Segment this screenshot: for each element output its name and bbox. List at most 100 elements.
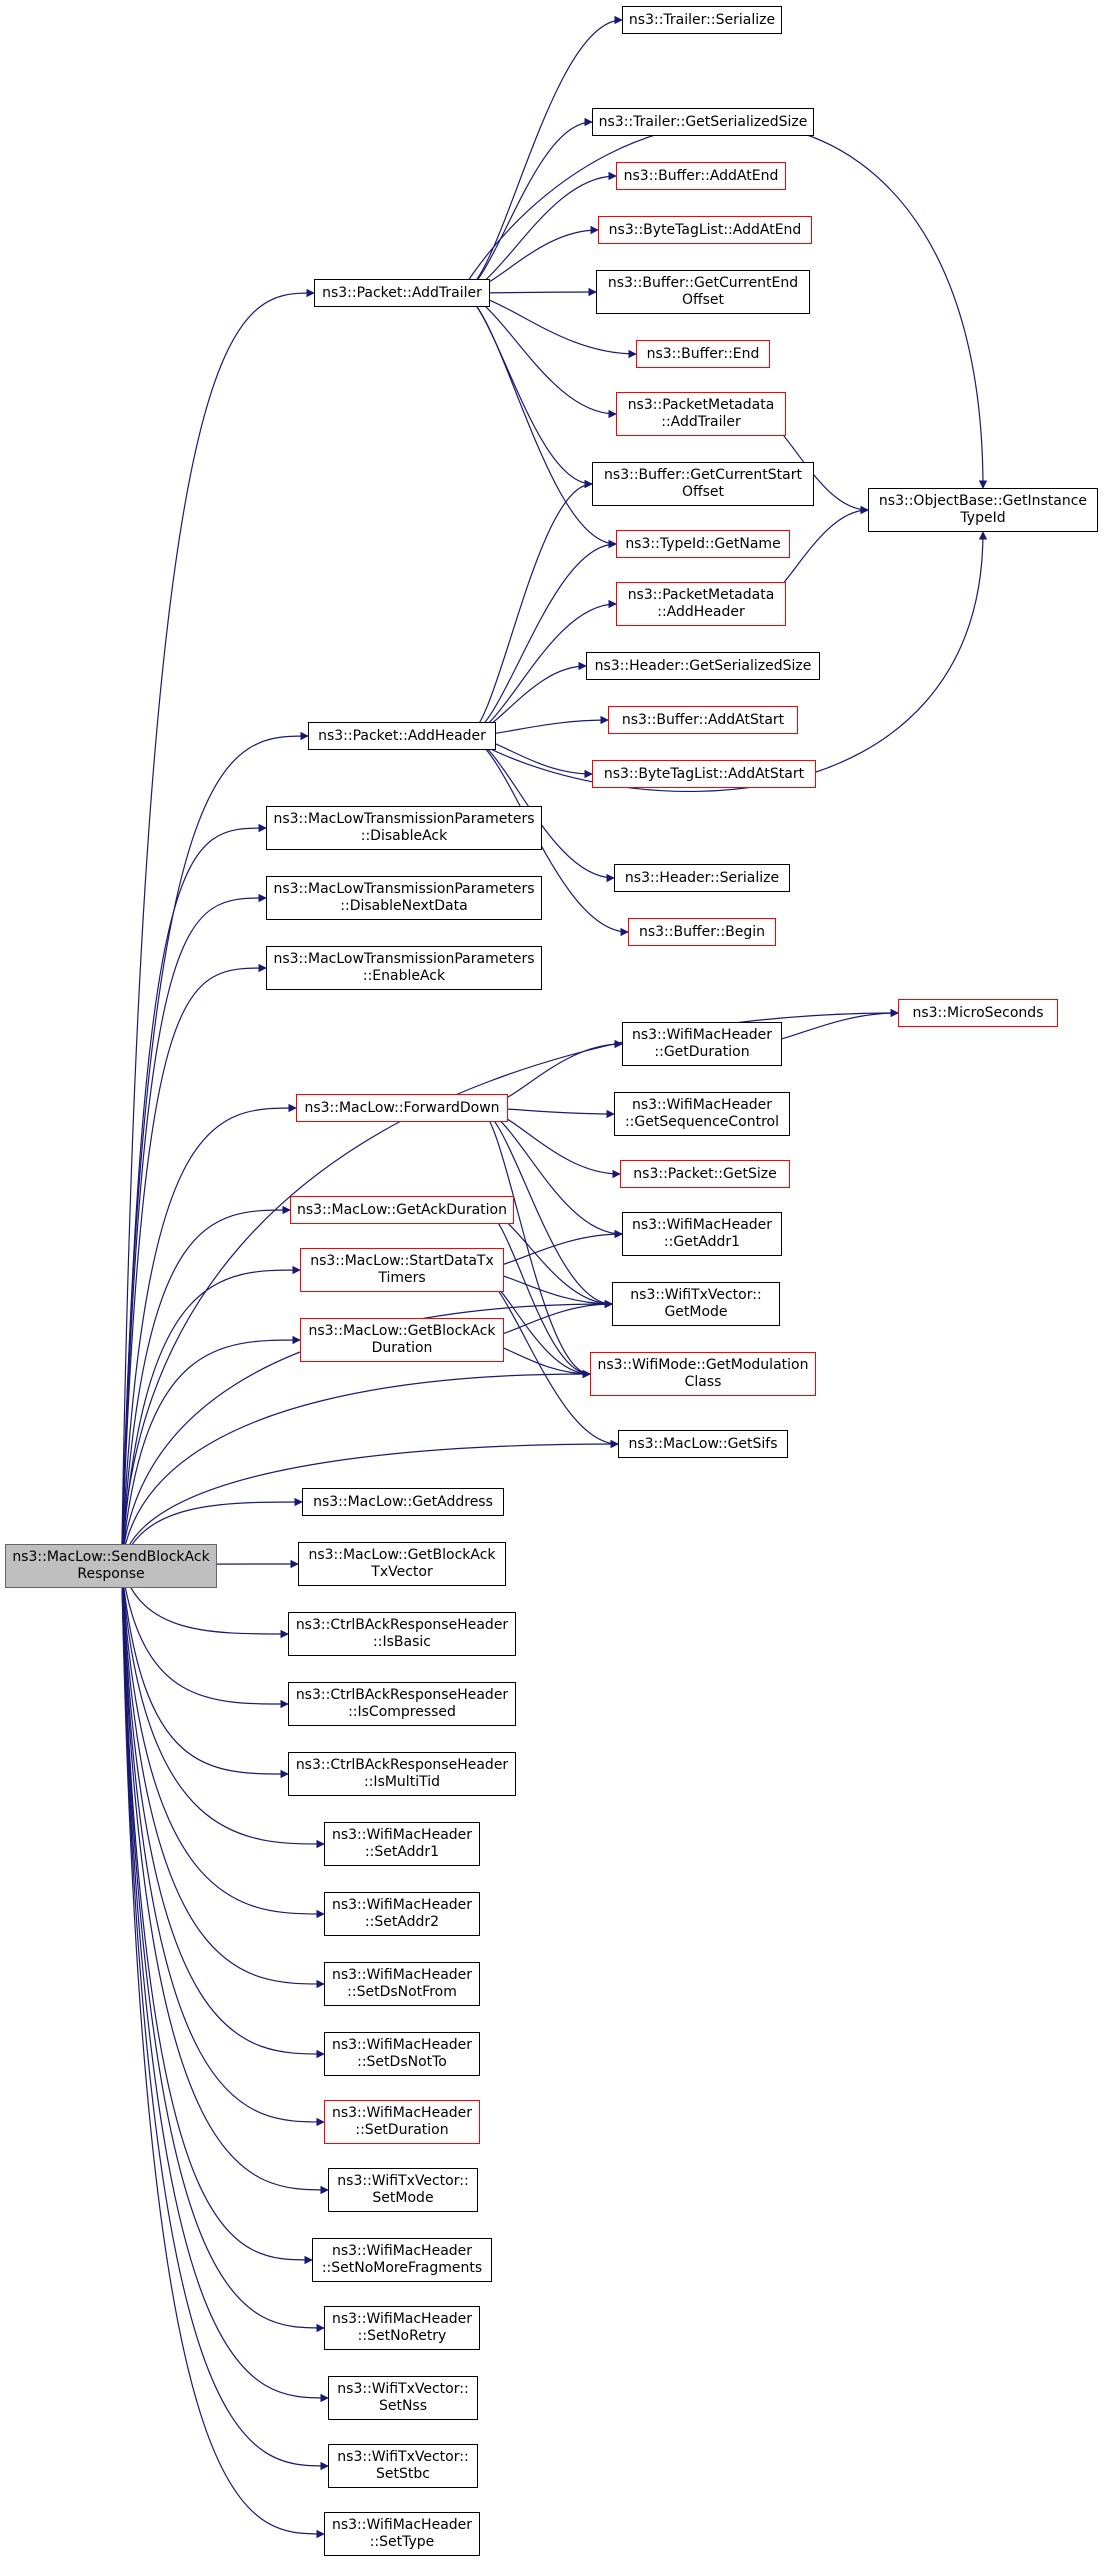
node-getackduration[interactable]: ns3::MacLow::GetAckDuration [290, 1196, 514, 1224]
node-label: ns3::WifiMacHeader ::SetAddr2 [331, 1897, 473, 1930]
node-label: ns3::WifiMacHeader ::SetDuration [331, 2105, 473, 2138]
node-setduration[interactable]: ns3::WifiMacHeader ::SetDuration [324, 2100, 480, 2144]
edge-packet_addheader-to-buffer_curstart [465, 479, 593, 737]
node-label: ns3::Header::GetSerializedSize [594, 657, 812, 674]
node-label: ns3::MacLowTransmissionParameters ::Disa… [273, 881, 535, 914]
edge-root-to-mltp_disableack [121, 823, 267, 1567]
node-isbasic[interactable]: ns3::CtrlBAckResponseHeader ::IsBasic [288, 1612, 516, 1656]
node-typeid-getname[interactable]: ns3::TypeId::GetName [616, 530, 790, 558]
edge-root-to-forwarddown [121, 1103, 297, 1567]
node-label: ns3::Packet::GetSize [633, 1165, 777, 1182]
node-label: ns3::WifiTxVector:: GetMode [630, 1287, 762, 1320]
node-mltp-enableack[interactable]: ns3::MacLowTransmissionParameters ::Enab… [266, 946, 542, 990]
node-setmode[interactable]: ns3::WifiTxVector:: SetMode [328, 2168, 478, 2212]
node-label: ns3::WifiMacHeader ::SetAddr1 [331, 1827, 473, 1860]
node-packet-addtrailer[interactable]: ns3::Packet::AddTrailer [314, 279, 490, 307]
edge-root-to-microseconds [121, 1008, 899, 1567]
node-startdatatx[interactable]: ns3::MacLow::StartDataTx Timers [300, 1248, 504, 1292]
edge-packet_addtrailer-to-trailer_size [459, 117, 593, 294]
node-label: ns3::WifiTxVector:: SetMode [337, 2173, 469, 2206]
edge-root-to-mltp_disablenext [121, 893, 267, 1567]
node-label: ns3::MacLow::StartDataTx Timers [310, 1253, 494, 1286]
node-buffer-addatstart[interactable]: ns3::Buffer::AddAtStart [608, 706, 798, 734]
node-label: ns3::WifiMacHeader ::GetAddr1 [631, 1217, 773, 1250]
node-label: ns3::ObjectBase::GetInstance TypeId [878, 493, 1088, 526]
node-getsifs[interactable]: ns3::MacLow::GetSifs [618, 1430, 788, 1458]
node-microseconds[interactable]: ns3::MicroSeconds [898, 999, 1058, 1027]
node-label: ns3::MacLow::GetAddress [313, 1493, 493, 1510]
node-wmh-getduration[interactable]: ns3::WifiMacHeader ::GetDuration [622, 1022, 782, 1066]
node-label: ns3::Buffer::AddAtStart [621, 711, 785, 728]
node-bytetag-addatend[interactable]: ns3::ByteTagList::AddAtEnd [598, 216, 812, 244]
node-mltp-disableack[interactable]: ns3::MacLowTransmissionParameters ::Disa… [266, 806, 542, 850]
node-pm-addheader[interactable]: ns3::PacketMetadata ::AddHeader [616, 582, 786, 626]
node-iscompressed[interactable]: ns3::CtrlBAckResponseHeader ::IsCompress… [288, 1682, 516, 1726]
node-buffer-begin[interactable]: ns3::Buffer::Begin [628, 918, 776, 946]
node-getblockackdur[interactable]: ns3::MacLow::GetBlockAck Duration [300, 1318, 504, 1362]
node-setdsnotfrom[interactable]: ns3::WifiMacHeader ::SetDsNotFrom [324, 1962, 480, 2006]
node-label: ns3::WifiMacHeader ::SetNoMoreFragments [321, 2243, 483, 2276]
node-label: ns3::MacLow::ForwardDown [304, 1099, 500, 1116]
node-buffer-curstart[interactable]: ns3::Buffer::GetCurrentStart Offset [592, 462, 814, 506]
node-setnss[interactable]: ns3::WifiTxVector:: SetNss [328, 2376, 478, 2420]
node-wmh-getaddr1[interactable]: ns3::WifiMacHeader ::GetAddr1 [622, 1212, 782, 1256]
node-label: ns3::Trailer::Serialize [628, 11, 776, 28]
node-pm-addtrailer[interactable]: ns3::PacketMetadata ::AddTrailer [616, 392, 786, 436]
node-trailer-serialize[interactable]: ns3::Trailer::Serialize [622, 6, 782, 34]
node-buffer-addatend[interactable]: ns3::Buffer::AddAtEnd [616, 162, 786, 190]
node-label: ns3::MacLow::GetBlockAck TxVector [308, 1547, 496, 1580]
edge-packet_addtrailer-to-trailer_serialize [459, 15, 623, 294]
node-label: ns3::Header::Serialize [624, 869, 780, 886]
node-getblockacktxv[interactable]: ns3::MacLow::GetBlockAck TxVector [298, 1542, 506, 1586]
node-label: ns3::Buffer::End [646, 345, 760, 362]
node-wmh-getseq[interactable]: ns3::WifiMacHeader ::GetSequenceControl [614, 1092, 790, 1136]
node-setaddr2[interactable]: ns3::WifiMacHeader ::SetAddr2 [324, 1892, 480, 1936]
node-label: ns3::TypeId::GetName [625, 535, 781, 552]
node-bytetag-addatstart[interactable]: ns3::ByteTagList::AddAtStart [592, 760, 816, 788]
node-ismultitid[interactable]: ns3::CtrlBAckResponseHeader ::IsMultiTid [288, 1752, 516, 1796]
edge-root-to-setnss [121, 1565, 329, 2403]
node-label: ns3::WifiMacHeader ::SetDsNotTo [331, 2037, 473, 2070]
node-root[interactable]: ns3::MacLow::SendBlockAck Response [5, 1544, 217, 1588]
edge-root-to-setstbc [121, 1565, 329, 2471]
node-label: ns3::MicroSeconds [912, 1004, 1044, 1021]
node-label: ns3::Buffer::GetCurrentEnd Offset [607, 275, 799, 308]
edge-root-to-setnomorefrag [121, 1565, 313, 2265]
node-setnomorefrag[interactable]: ns3::WifiMacHeader ::SetNoMoreFragments [312, 2238, 492, 2282]
node-getaddress[interactable]: ns3::MacLow::GetAddress [302, 1488, 504, 1516]
node-label: ns3::ByteTagList::AddAtStart [603, 765, 805, 782]
node-mltp-disablenext[interactable]: ns3::MacLowTransmissionParameters ::Disa… [266, 876, 542, 920]
node-objectbase[interactable]: ns3::ObjectBase::GetInstance TypeId [868, 488, 1098, 532]
node-trailer-size[interactable]: ns3::Trailer::GetSerializedSize [592, 108, 814, 136]
node-packet-addheader[interactable]: ns3::Packet::AddHeader [308, 722, 496, 750]
edge-root-to-ismultitid [121, 1565, 289, 1779]
node-label: ns3::Packet::AddTrailer [322, 284, 482, 301]
node-label: ns3::Trailer::GetSerializedSize [598, 113, 808, 130]
node-setnoretry[interactable]: ns3::WifiMacHeader ::SetNoRetry [324, 2306, 480, 2350]
node-txvector-getmode[interactable]: ns3::WifiTxVector:: GetMode [612, 1282, 780, 1326]
edge-root-to-setaddr2 [121, 1565, 325, 1919]
edge-root-to-getsifs [121, 1439, 619, 1567]
node-setdsnotto[interactable]: ns3::WifiMacHeader ::SetDsNotTo [324, 2032, 480, 2076]
node-label: ns3::Packet::AddHeader [318, 727, 486, 744]
node-packet-getsize[interactable]: ns3::Packet::GetSize [620, 1160, 790, 1188]
node-buffer-end[interactable]: ns3::Buffer::End [636, 340, 770, 368]
node-setstbc[interactable]: ns3::WifiTxVector:: SetStbc [328, 2444, 478, 2488]
edge-packet_addheader-to-typeid_getname [465, 539, 617, 737]
node-header-size[interactable]: ns3::Header::GetSerializedSize [586, 652, 820, 680]
node-label: ns3::WifiMacHeader ::SetType [331, 2517, 473, 2550]
node-label: ns3::WifiMode::GetModulation Class [597, 1357, 809, 1390]
node-label: ns3::CtrlBAckResponseHeader ::IsCompress… [295, 1687, 509, 1720]
node-header-serialize[interactable]: ns3::Header::Serialize [614, 864, 790, 892]
node-wifimode-getmod[interactable]: ns3::WifiMode::GetModulation Class [590, 1352, 816, 1396]
edge-root-to-getblockackdur [121, 1335, 301, 1567]
node-setaddr1[interactable]: ns3::WifiMacHeader ::SetAddr1 [324, 1822, 480, 1866]
node-label: ns3::ByteTagList::AddAtEnd [608, 221, 802, 238]
node-label: ns3::MacLowTransmissionParameters ::Disa… [273, 811, 535, 844]
edge-root-to-mltp_enableack [121, 963, 267, 1567]
node-settype[interactable]: ns3::WifiMacHeader ::SetType [324, 2512, 480, 2556]
node-buffer-curend[interactable]: ns3::Buffer::GetCurrentEnd Offset [596, 270, 810, 314]
node-label: ns3::WifiTxVector:: SetStbc [337, 2449, 469, 2482]
edge-packet_addtrailer-to-buffer_curstart [459, 292, 593, 489]
node-forwarddown[interactable]: ns3::MacLow::ForwardDown [296, 1094, 508, 1122]
